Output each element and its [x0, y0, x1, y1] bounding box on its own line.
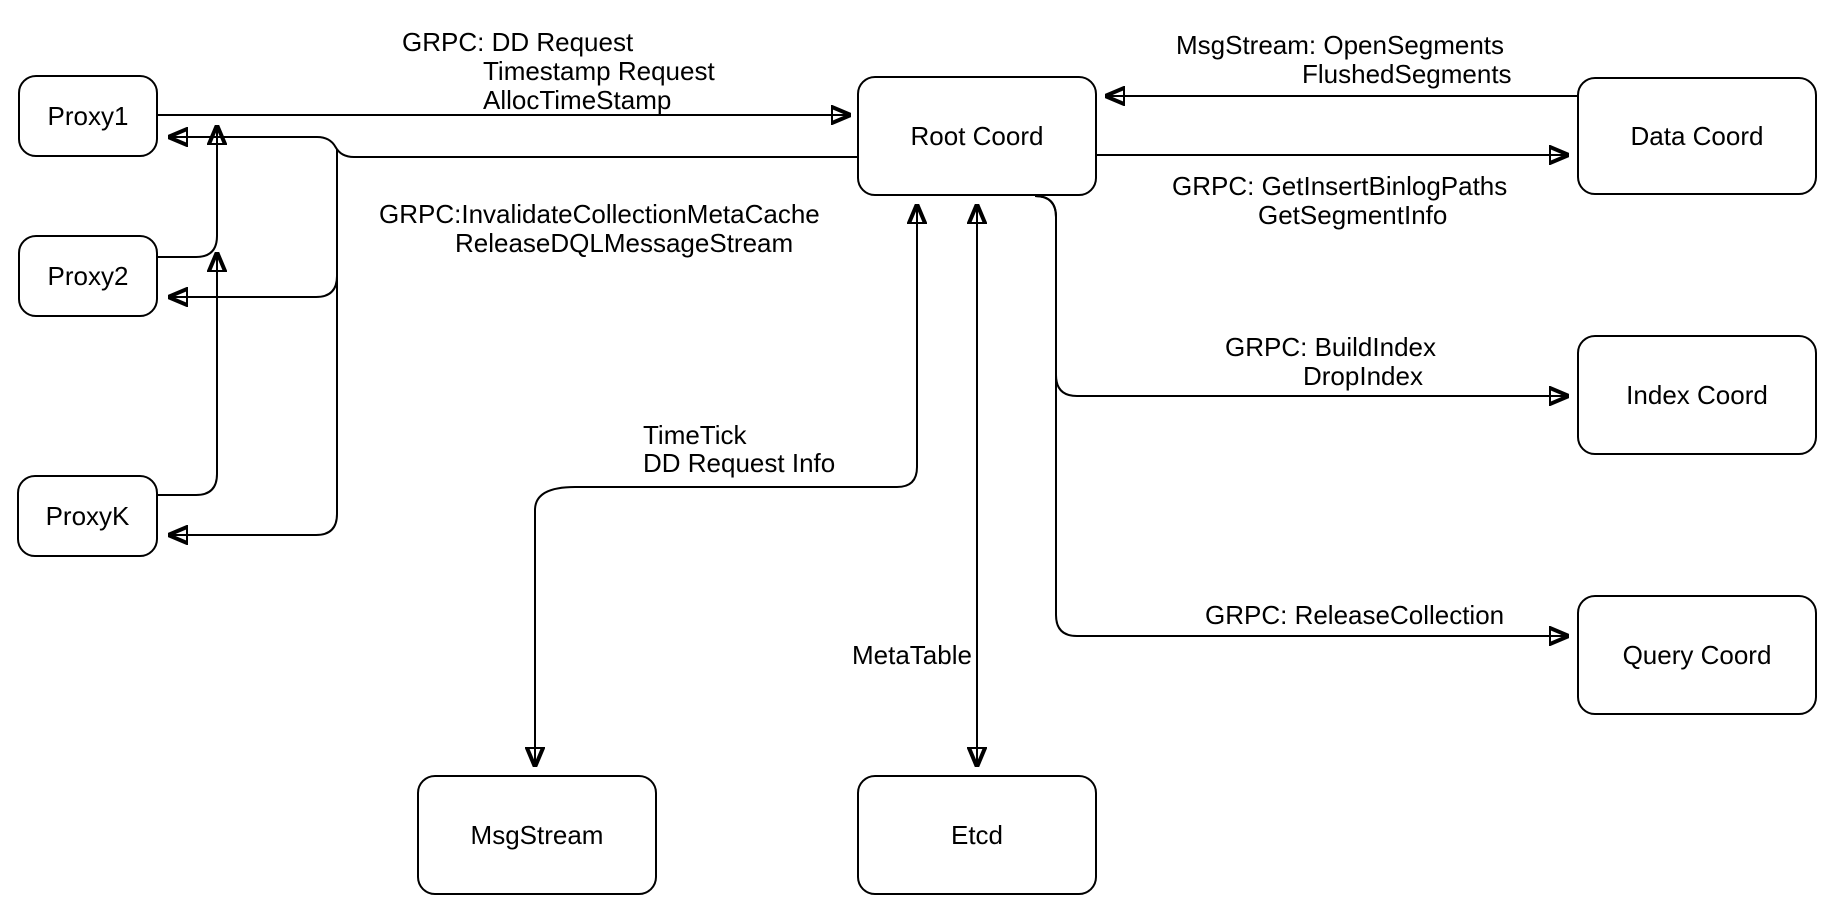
node-query-coord: Query Coord	[1577, 595, 1817, 715]
label-proxy-to-root-line2: Timestamp Request	[483, 56, 715, 86]
edge-rootcoord-to-proxyk	[170, 149, 338, 535]
edge-proxyk-to-rootcoord	[158, 254, 217, 496]
node-msgstream-label: MsgStream	[470, 819, 604, 850]
edge-rootcoord-to-proxy1	[170, 137, 857, 158]
edge-proxy2-to-rootcoord	[158, 127, 217, 258]
node-proxyk: ProxyK	[17, 475, 158, 557]
node-msgstream: MsgStream	[417, 775, 657, 895]
label-root-to-msgstream-line2: DD Request Info	[643, 448, 836, 478]
label-root-to-query-line1: GRPC: ReleaseCollection	[1205, 600, 1505, 630]
node-etcd: Etcd	[857, 775, 1097, 895]
label-root-to-etcd-line1: MetaTable	[852, 640, 972, 670]
node-query-coord-label: Query Coord	[1622, 639, 1772, 670]
label-root-to-index-line1: GRPC: BuildIndex	[1225, 332, 1436, 362]
label-proxy-to-root-line1: GRPC: DD Request	[402, 27, 634, 57]
node-data-coord-label: Data Coord	[1630, 120, 1764, 151]
label-root-to-msgstream-line1: TimeTick	[643, 420, 747, 450]
edge-rootcoord-to-proxy2	[170, 275, 338, 297]
label-root-to-data-line2: GetSegmentInfo	[1258, 200, 1448, 230]
label-data-to-root-line2: FlushedSegments	[1302, 59, 1512, 89]
label-root-to-proxy-line2: ReleaseDQLMessageStream	[455, 228, 794, 258]
node-etcd-label: Etcd	[950, 819, 1004, 850]
label-root-to-proxy-line1: GRPC:InvalidateCollectionMetaCache	[379, 199, 820, 229]
node-root-coord: Root Coord	[857, 76, 1097, 196]
label-root-to-index-line2: DropIndex	[1303, 361, 1423, 391]
label-root-to-data-line1: GRPC: GetInsertBinlogPaths	[1172, 171, 1508, 201]
label-data-to-root-line1: MsgStream: OpenSegments	[1176, 30, 1505, 60]
node-index-coord-label: Index Coord	[1626, 379, 1768, 410]
node-proxy2-label: Proxy2	[47, 260, 129, 291]
node-data-coord: Data Coord	[1577, 77, 1817, 195]
node-proxy1: Proxy1	[18, 75, 158, 157]
node-index-coord: Index Coord	[1577, 335, 1817, 455]
node-proxy1-label: Proxy1	[47, 100, 129, 131]
edge-rootcoord-to-querycoord	[1034, 195, 1567, 636]
label-proxy-to-root-line3: AllocTimeStamp	[483, 85, 672, 115]
node-proxy2: Proxy2	[18, 235, 158, 317]
node-proxyk-label: ProxyK	[45, 500, 130, 531]
edge-rootcoord-msgstream	[535, 206, 917, 765]
node-root-coord-label: Root Coord	[910, 120, 1044, 151]
